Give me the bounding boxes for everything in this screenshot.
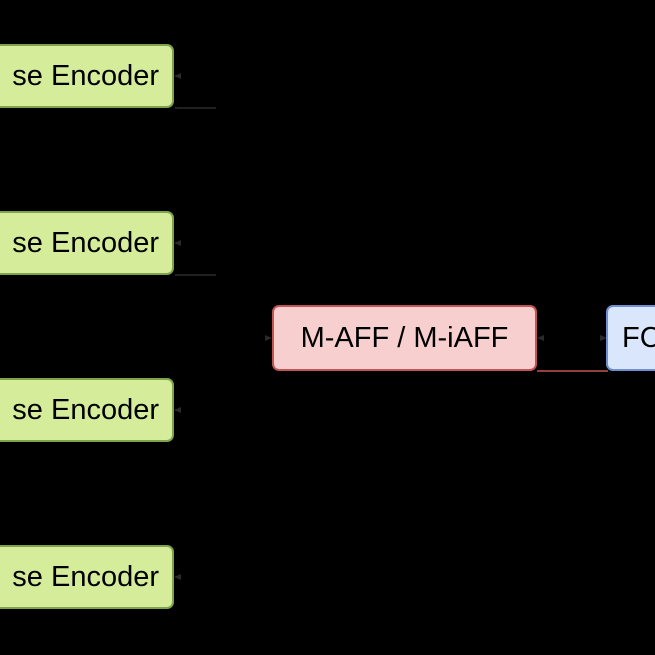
pose-encoder-box-1: se Encoder xyxy=(0,44,174,108)
arrowhead-fc-in xyxy=(600,335,607,341)
pose-encoder-label-1: se Encoder xyxy=(12,59,159,92)
arrowhead-encoder-2 xyxy=(174,240,181,246)
pose-encoder-label-4: se Encoder xyxy=(12,560,159,593)
pose-encoder-box-4: se Encoder xyxy=(0,545,174,609)
arrowhead-encoder-1 xyxy=(174,73,181,79)
arrowhead-fusion-in xyxy=(265,335,272,341)
arrowhead-fusion-out xyxy=(537,335,544,341)
fusion-module-box: M-AFF / M-iAFF xyxy=(272,305,537,371)
fc-layer-box: FC xyxy=(606,305,655,371)
arrowhead-encoder-4 xyxy=(174,574,181,580)
pose-encoder-box-3: se Encoder xyxy=(0,378,174,442)
fusion-module-label: M-AFF / M-iAFF xyxy=(300,321,509,354)
pose-encoder-box-2: se Encoder xyxy=(0,211,174,275)
arrowhead-encoder-3 xyxy=(174,407,181,413)
fc-layer-label: FC xyxy=(622,321,655,354)
pose-encoder-label-2: se Encoder xyxy=(12,226,159,259)
pose-encoder-label-3: se Encoder xyxy=(12,393,159,426)
